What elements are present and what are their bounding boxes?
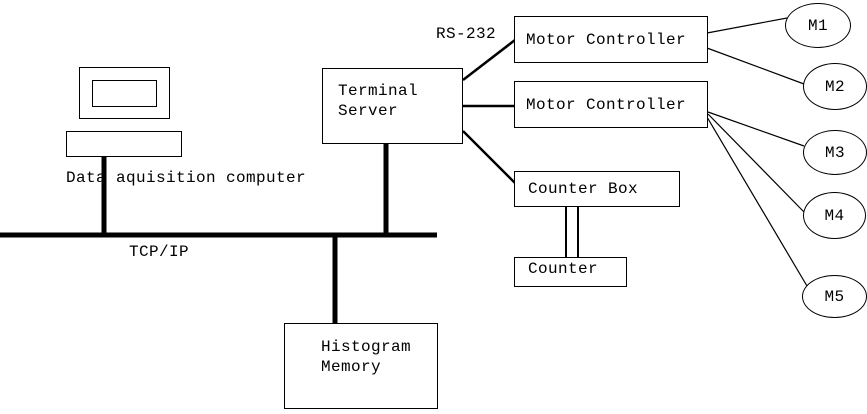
motor-controller-2-to-m3-line — [707, 111, 805, 147]
computer-keyboard-icon — [66, 131, 182, 157]
terminal-server-label-line1: Terminal — [338, 82, 419, 100]
counter-label: Counter — [528, 260, 599, 278]
motor-m5-label: M5 — [824, 287, 845, 306]
terminal-server-to-motor-controller-1-line — [462, 39, 516, 81]
motor-m1-label: M1 — [807, 16, 828, 35]
motor-m3-label: M3 — [824, 143, 845, 162]
motor-controller-2-label: Motor Controller — [526, 95, 687, 114]
motor-m4-label: M4 — [824, 206, 845, 225]
motor-controller-2-to-m4-line — [707, 113, 805, 213]
motor-m2-label: M2 — [824, 77, 845, 96]
motor-controller-1-label: Motor Controller — [526, 30, 687, 49]
motor-controller-1-box: Motor Controller — [514, 16, 708, 63]
motor-controller-1-to-m1-line — [706, 17, 788, 34]
counter-box: Counter — [514, 257, 627, 287]
motor-controller-1-to-m2-line — [706, 47, 805, 85]
computer-caption: Data aquisition computer — [66, 169, 307, 187]
rs232-annotation: RS-232 — [436, 25, 497, 43]
computer-screen-icon — [92, 80, 157, 107]
motor-node-m5: M5 — [802, 275, 867, 318]
histogram-memory-box: Histogram Memory — [284, 323, 438, 409]
tcpip-annotation: TCP/IP — [129, 243, 190, 261]
motor-node-m1: M1 — [785, 3, 851, 48]
motor-node-m4: M4 — [803, 192, 866, 239]
histogram-memory-label-line2: Memory — [321, 358, 382, 376]
terminal-server-label-line2: Server — [338, 102, 399, 120]
histogram-memory-label-line1: Histogram — [321, 338, 412, 356]
terminal-server-to-counter-box-line — [462, 130, 516, 184]
counter-box-label: Counter Box — [528, 180, 639, 198]
motor-node-m3: M3 — [803, 130, 867, 175]
motor-controller-2-box: Motor Controller — [514, 81, 708, 128]
terminal-server-box: Terminal Server — [322, 68, 463, 144]
motor-controller-2-to-m5-line — [706, 116, 808, 287]
counter-box-box: Counter Box — [514, 171, 680, 207]
motor-node-m2: M2 — [803, 63, 867, 110]
